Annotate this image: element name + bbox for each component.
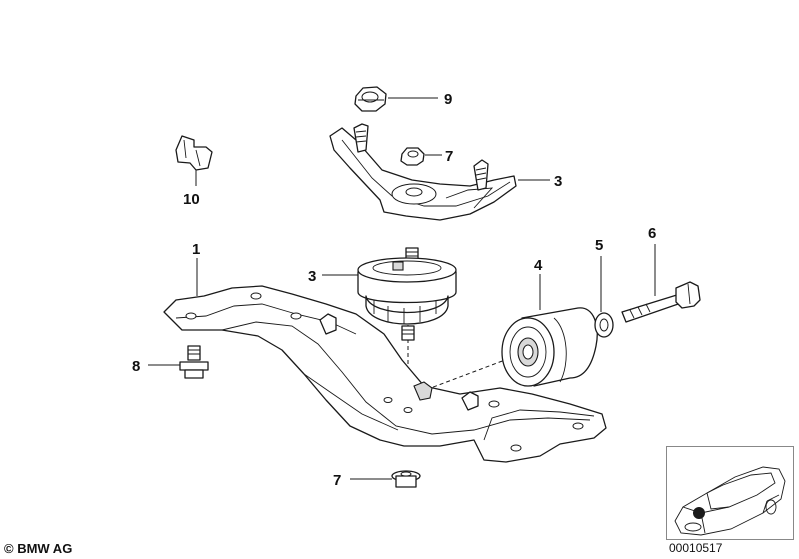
- callout-4[interactable]: 4: [534, 257, 543, 274]
- car-outline-icon: [674, 466, 786, 536]
- nut-part-7-lower: [391, 470, 421, 488]
- callout-5[interactable]: 5: [595, 237, 603, 254]
- crossmember-part-1: [163, 285, 607, 463]
- callout-2[interactable]: 3: [554, 173, 562, 190]
- vehicle-location-thumbnail[interactable]: [666, 446, 794, 540]
- diagram-number: 00010517: [669, 541, 723, 555]
- callout-3[interactable]: 3: [308, 268, 316, 285]
- clip-part-10: [175, 135, 213, 171]
- rubber-mount-part-3: [357, 247, 457, 341]
- callout-10[interactable]: 10: [183, 191, 200, 208]
- hex-bolt-part-6: [621, 281, 701, 323]
- assembly-line-diagonal: [419, 359, 506, 393]
- callout-8[interactable]: 8: [132, 358, 140, 375]
- callout-1[interactable]: 1: [192, 241, 200, 258]
- callout-7-lower[interactable]: 7: [333, 472, 341, 489]
- flange-bolt-part-8: [179, 345, 209, 379]
- hex-nut-part-9: [354, 86, 387, 112]
- bushing-part-4: [501, 307, 598, 387]
- callout-7-upper[interactable]: 7: [445, 148, 453, 165]
- callout-9[interactable]: 9: [444, 91, 452, 108]
- washer-part-5: [594, 312, 614, 338]
- nut-part-7-upper: [400, 147, 425, 166]
- callout-6[interactable]: 6: [648, 225, 656, 242]
- copyright-text: © BMW AG: [4, 541, 73, 556]
- location-marker-icon: [693, 507, 705, 519]
- engine-bracket-part-2: [329, 123, 517, 221]
